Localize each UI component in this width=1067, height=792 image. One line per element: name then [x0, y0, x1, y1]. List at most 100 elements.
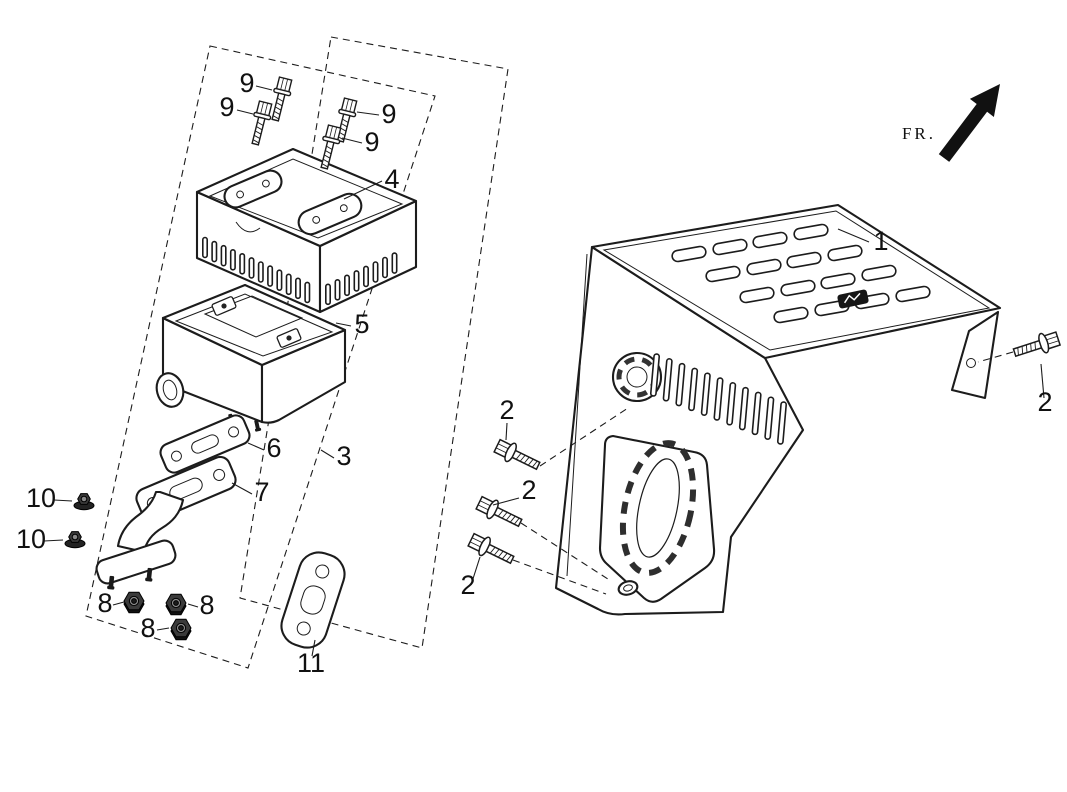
vent-slot	[739, 286, 775, 304]
leader-line	[255, 85, 273, 91]
louver-slot	[738, 386, 749, 431]
cover-slot	[229, 248, 236, 271]
callout-assembly: 3	[336, 441, 351, 471]
cover-louver-slots	[201, 236, 398, 306]
fr-label: FR.	[902, 124, 936, 143]
louver-slot	[776, 401, 788, 445]
vent-slot	[895, 285, 931, 303]
louver-slot	[675, 362, 686, 407]
leader-line	[470, 556, 481, 586]
intake-elbow	[95, 490, 185, 590]
louver-slot	[700, 372, 711, 416]
case-bracket-2	[276, 328, 302, 348]
vent-slot	[793, 223, 829, 241]
fr-arrow-icon	[938, 84, 1000, 162]
embossed-panel	[598, 434, 716, 603]
leader-line	[335, 322, 352, 327]
alignment-dash-line	[512, 559, 607, 595]
alignment-dash-line	[539, 407, 629, 467]
louver-slot	[662, 358, 673, 402]
callout-protector-bolt-d: 2	[1037, 387, 1052, 417]
flange-nut-1	[73, 493, 95, 511]
vent-slot	[827, 244, 863, 262]
hex-nut-1	[123, 591, 145, 614]
leader-line	[43, 539, 64, 542]
air-cleaner-assembly-boundary	[85, 45, 436, 669]
cover-slot	[372, 261, 379, 283]
case-inlet-port	[155, 372, 185, 408]
protector-side-flange	[950, 310, 1000, 400]
leader-line	[341, 137, 363, 144]
vent-slot	[780, 279, 816, 297]
callout-cover-bolt-a: 9	[239, 68, 254, 98]
leader-lines	[43, 85, 1045, 657]
protector-bolt-3	[465, 530, 518, 570]
callout-protector-bolt-b: 2	[521, 475, 536, 505]
cover-slot	[391, 252, 398, 274]
cover-slot	[304, 281, 311, 304]
vent-slot	[712, 238, 748, 256]
vent-slot	[746, 258, 782, 276]
vent-slot	[786, 251, 822, 269]
cover-slot	[334, 278, 341, 301]
leader-line	[156, 627, 170, 631]
muffler-protector	[554, 203, 1002, 616]
case-center-plate	[203, 295, 304, 338]
fr-direction: FR.	[902, 84, 1000, 162]
leader-line	[112, 601, 125, 606]
louver-slot	[713, 377, 724, 421]
cover-slot	[201, 236, 209, 259]
leader-line	[343, 180, 383, 200]
leader-line	[311, 639, 316, 657]
alignment-dash-line	[520, 522, 612, 582]
case-top-plate	[161, 283, 347, 367]
flange-bolt-hole	[966, 358, 976, 368]
foot-mount-hole	[617, 580, 639, 596]
cover-slot	[285, 273, 292, 296]
protector-top-panel	[590, 203, 1002, 360]
callout-insulator: 7	[254, 477, 269, 507]
cover-slot	[362, 265, 370, 288]
leader-line	[492, 497, 520, 506]
callout-flange-nut-a: 10	[26, 483, 56, 513]
leader-line	[320, 449, 335, 459]
callout-hex-nut-b: 8	[199, 590, 214, 620]
callout-cover-bolt-b: 9	[219, 92, 234, 122]
callout-gasket-upper: 6	[266, 433, 281, 463]
louver-slot	[726, 382, 737, 426]
cover-bolt-1	[266, 75, 295, 123]
callout-hex-nut-c: 8	[140, 613, 155, 643]
cover-notch	[235, 221, 261, 233]
callout-hex-nut-a: 8	[97, 588, 112, 618]
leader-line	[356, 111, 380, 116]
cover-slot	[257, 261, 264, 283]
leader-line	[247, 442, 265, 451]
air-cleaner-case	[155, 283, 347, 432]
louver-slot	[764, 396, 775, 440]
cover-slot	[220, 244, 227, 267]
vent-slot	[820, 272, 856, 290]
cover-pad-1	[223, 169, 283, 209]
cover-slot	[276, 269, 283, 292]
top-panel-inner-line	[602, 210, 991, 351]
vent-slot	[752, 231, 788, 249]
leader-line	[236, 109, 254, 115]
front-face-edge-line	[566, 253, 588, 577]
callout-cover-bolt-c: 9	[381, 99, 396, 129]
callout-manifold-gasket: 11	[297, 648, 325, 678]
cover-slot	[239, 252, 246, 275]
vent-slot	[773, 306, 809, 324]
leader-line	[505, 422, 508, 441]
leader-line	[837, 228, 870, 243]
case-bracket-1	[211, 296, 237, 316]
vent-slot	[861, 264, 897, 282]
callout-protector: 1	[873, 226, 888, 256]
cover-slot	[294, 277, 302, 300]
protector-bolt-1	[491, 436, 544, 476]
cover-slot	[343, 274, 351, 297]
alignment-dash-line	[977, 351, 1014, 363]
air-cleaner-cover	[195, 147, 418, 314]
callout-labels: 9 9 9 9 4 5 6 3 7 10 10 8 8 8 11 1 2 2 2…	[16, 68, 1053, 678]
